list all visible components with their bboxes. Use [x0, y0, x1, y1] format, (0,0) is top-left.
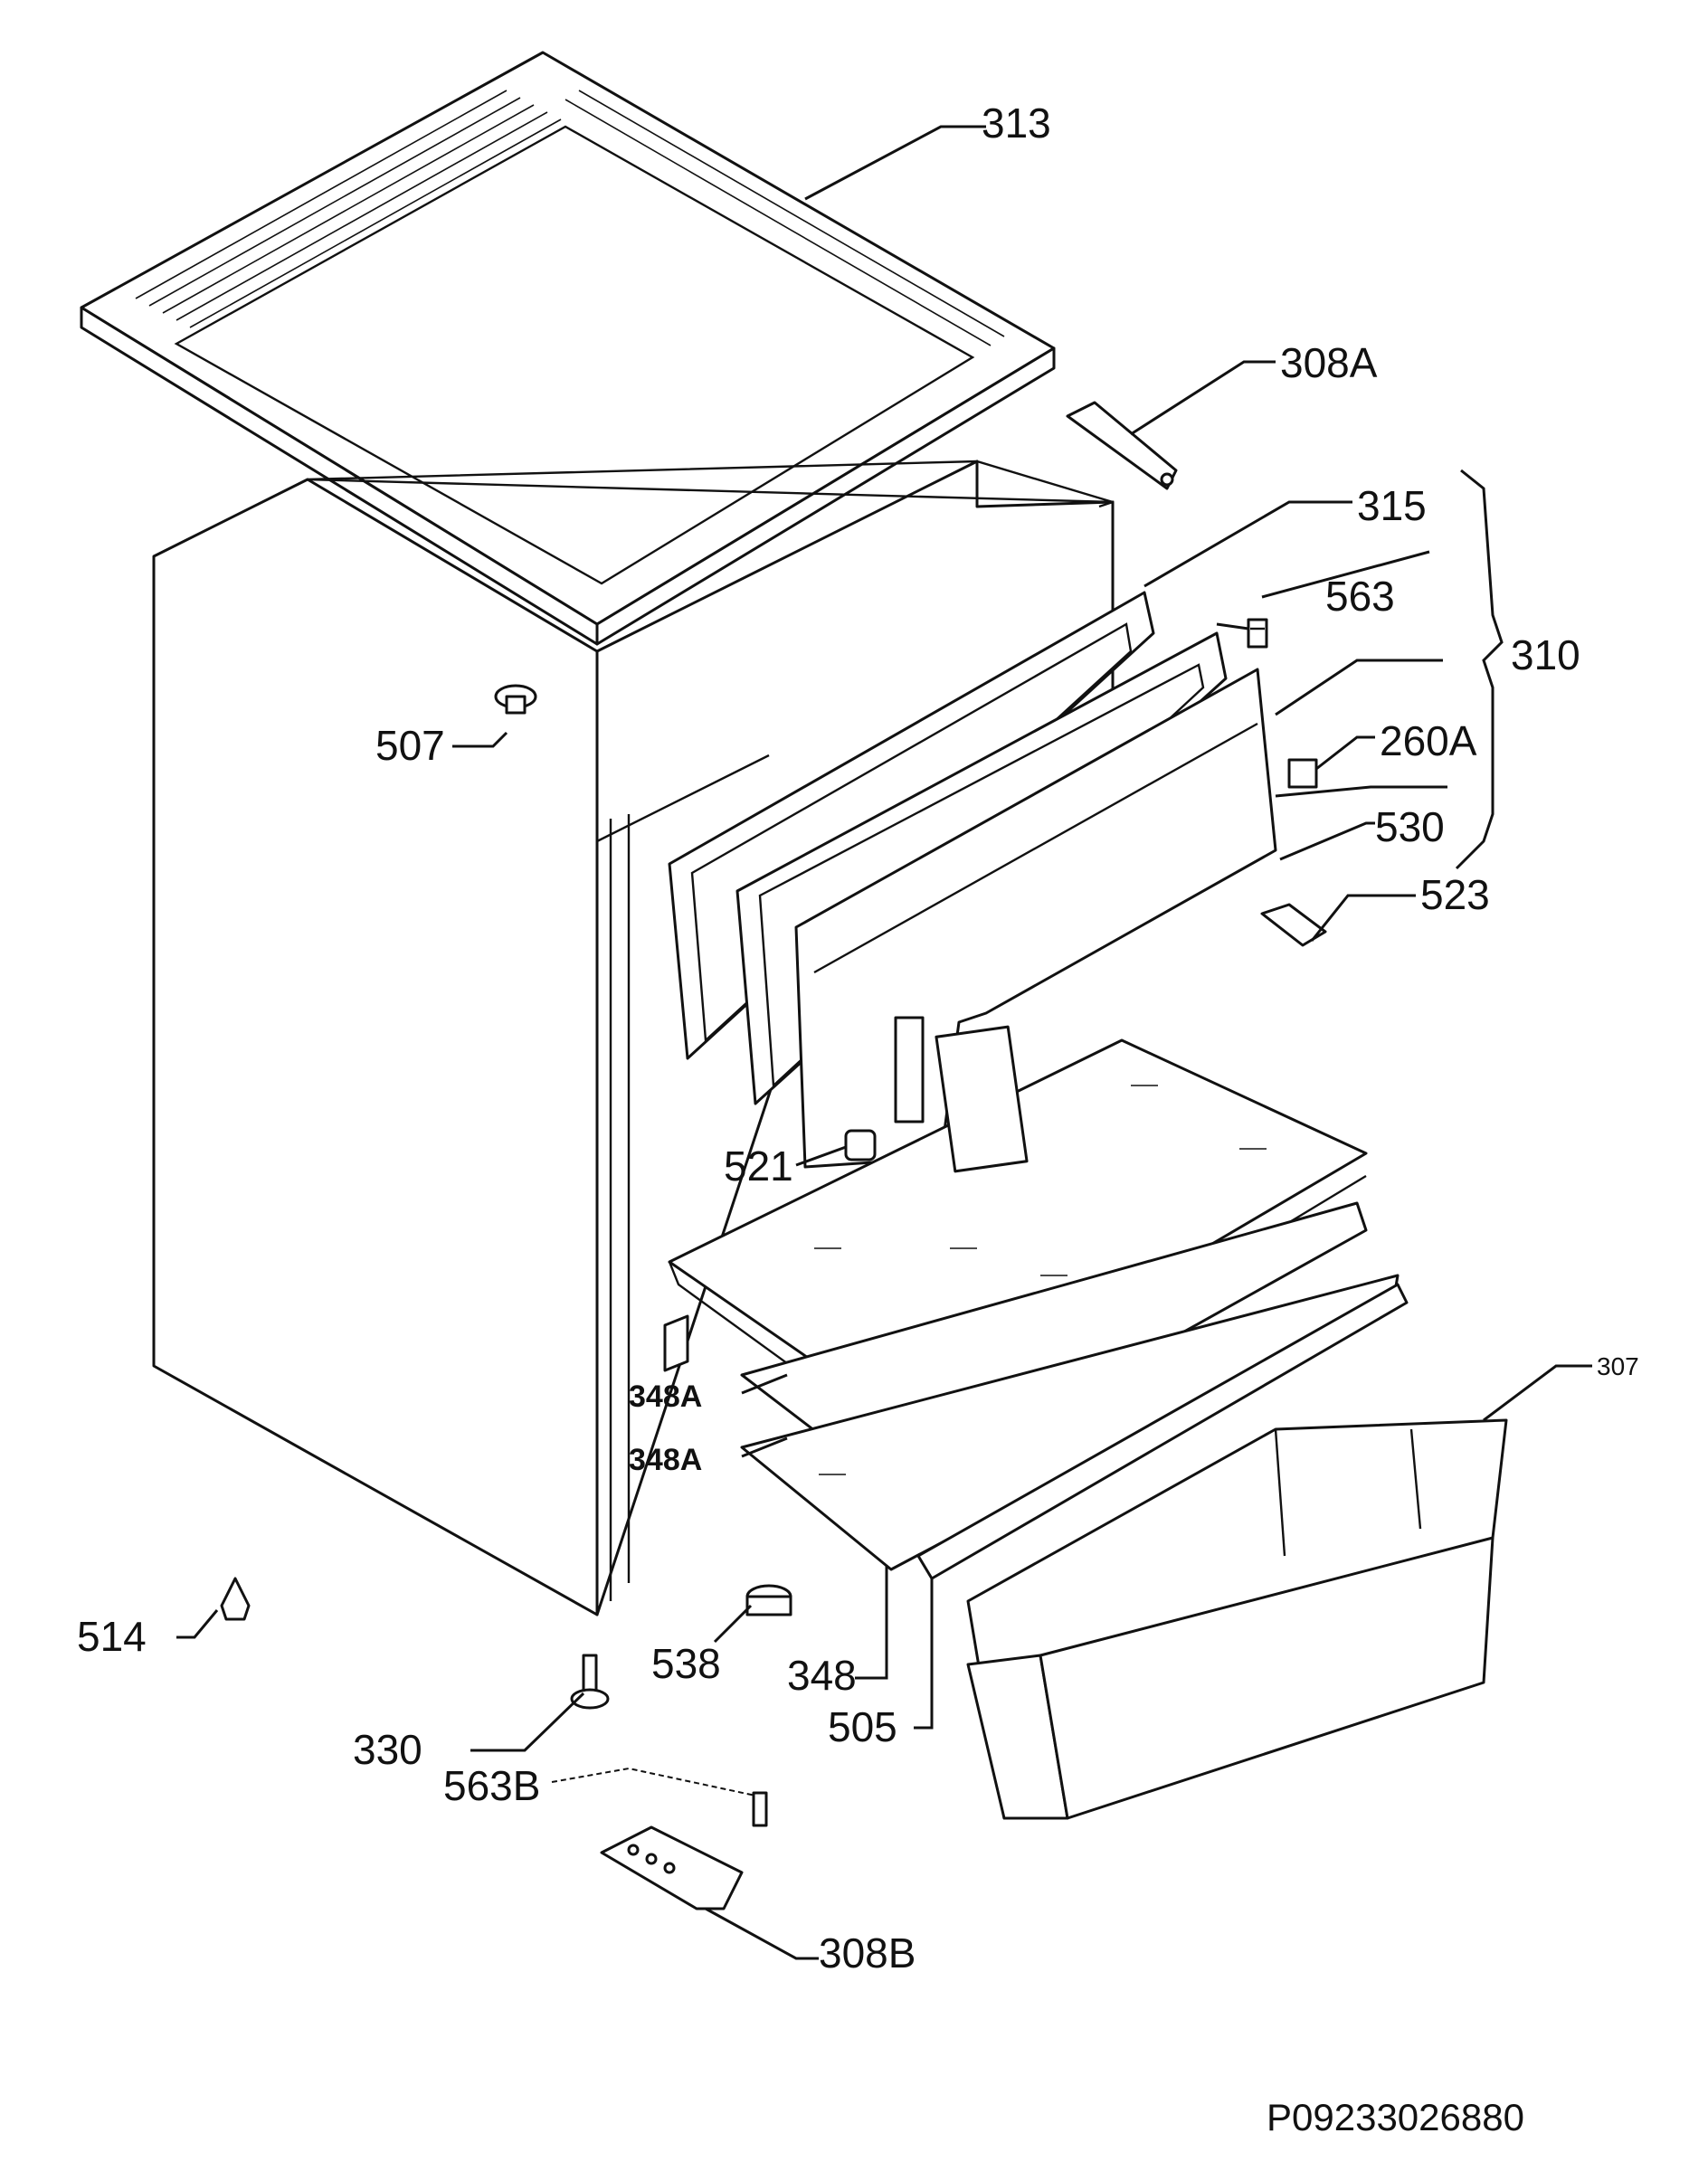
label-313: 313: [982, 100, 1051, 147]
label-310: 310: [1511, 631, 1580, 678]
label-521: 521: [724, 1142, 793, 1190]
label-308A: 308A: [1280, 339, 1378, 386]
label-315: 315: [1357, 482, 1427, 529]
shelf-support[interactable]: [663, 1314, 689, 1372]
label-505: 505: [828, 1703, 897, 1750]
foot-514[interactable]: [220, 1577, 251, 1621]
crisper-drawer-307[interactable]: [966, 1418, 1508, 1820]
label-507: 507: [375, 722, 445, 769]
label-514: 514: [77, 1613, 147, 1660]
cap-507[interactable]: [494, 684, 537, 715]
label-330: 330: [353, 1726, 422, 1773]
label-563B: 563B: [443, 1762, 540, 1809]
drawing-code: P09233026880: [1267, 2096, 1524, 2138]
worktop-313[interactable]: [80, 51, 1056, 646]
clip-260A[interactable]: [1287, 758, 1318, 789]
leader-lines: [176, 125, 1592, 1960]
cap-538[interactable]: [745, 1584, 792, 1616]
label-307: 307: [1597, 1352, 1639, 1380]
label-563: 563: [1325, 573, 1395, 620]
pin-523[interactable]: [1260, 903, 1327, 947]
shelf-bar-505[interactable]: [916, 1283, 1409, 1580]
screw-563B[interactable]: [752, 1791, 768, 1827]
hinge-308A[interactable]: [1066, 401, 1178, 490]
label-260A: 260A: [1380, 717, 1477, 764]
hinge-308B[interactable]: [600, 1825, 744, 1910]
label-523: 523: [1420, 871, 1490, 918]
label-348A-upper: 348A: [629, 1379, 702, 1414]
light-holder-530[interactable]: [894, 1016, 1029, 1173]
label-308B: 308B: [819, 1929, 916, 1977]
label-538: 538: [651, 1640, 721, 1687]
bracket-310: [1455, 469, 1504, 870]
button-521[interactable]: [844, 1129, 877, 1161]
screw-563[interactable]: [1247, 618, 1268, 649]
label-530: 530: [1375, 803, 1445, 850]
label-348: 348: [787, 1652, 857, 1699]
worktop-vent-hatch: [135, 90, 1005, 346]
label-348A-lower: 348A: [629, 1443, 702, 1477]
